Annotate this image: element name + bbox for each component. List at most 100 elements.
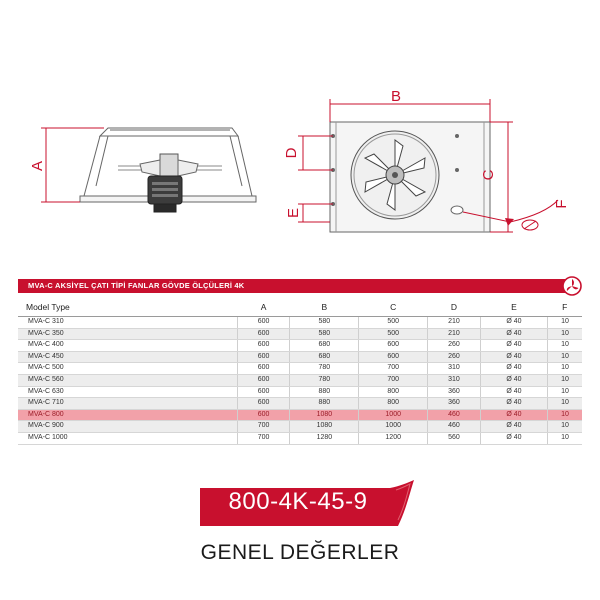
value-cell: 560 [427,432,481,445]
column-header: Model Type [18,298,238,317]
value-cell: Ø 40 [480,386,549,399]
value-cell: 600 [237,316,291,329]
value-cell: 800 [358,397,429,410]
value-cell: 700 [358,362,429,375]
technical-drawings: A [29,88,570,233]
value-cell: 680 [289,351,360,364]
value-cell: 780 [289,362,360,375]
value-cell: 10 [547,351,582,364]
column-header: E [480,298,548,317]
label-c: C [480,169,497,180]
dimension-lines [298,99,559,233]
value-cell: 1000 [358,420,429,433]
value-cell: 680 [289,339,360,352]
value-cell: 460 [427,409,481,422]
value-cell: 700 [358,374,429,387]
column-header: C [358,298,428,317]
value-cell: 10 [547,339,582,352]
value-cell: 600 [237,386,291,399]
value-cell: 600 [358,339,429,352]
model-code: 800-4K-45-9 [228,488,368,515]
value-cell: 10 [547,316,582,329]
value-cell: 260 [427,339,481,352]
value-cell: 10 [547,328,582,341]
value-cell: 500 [358,316,429,329]
value-cell: 310 [427,362,481,375]
value-cell: Ø 40 [480,316,549,329]
value-cell: 360 [427,397,481,410]
label-d: D [283,147,300,158]
value-cell: 260 [427,351,481,364]
value-cell: 880 [289,397,360,410]
value-cell: Ø 40 [480,362,549,375]
model-cell: MVA-C 310 [18,316,238,329]
value-cell: Ø 40 [480,339,549,352]
value-cell: 600 [237,409,291,422]
model-cell: MVA-C 710 [18,397,238,410]
subtitle: GENEL DEĞERLER [200,541,400,564]
dimension-a [41,127,104,203]
value-cell: 880 [289,386,360,399]
value-cell: Ø 40 [480,420,549,433]
value-cell: 210 [427,316,481,329]
value-cell: 1080 [289,409,360,422]
model-cell: MVA-C 630 [18,386,238,399]
label-e: E [285,208,302,218]
value-cell: 700 [237,420,291,433]
value-cell: 10 [547,409,582,422]
value-cell: 780 [289,374,360,387]
model-cell: MVA-C 400 [18,339,238,352]
table-title: MVA-C AKSİYEL ÇATI TİPİ FANLAR GÖVDE ÖLÇ… [18,279,572,293]
value-cell: Ø 40 [480,432,549,445]
value-cell: 10 [547,374,582,387]
column-header: D [427,298,481,317]
value-cell: 1200 [358,432,429,445]
value-cell: 460 [427,420,481,433]
side-view-drawing [79,127,257,213]
model-cell: MVA-C 900 [18,420,238,433]
value-cell: 210 [427,328,481,341]
value-cell: 360 [427,386,481,399]
value-cell: 10 [547,386,582,399]
fan-logo-icon [562,276,582,296]
value-cell: Ø 40 [480,351,549,364]
model-cell: MVA-C 500 [18,362,238,375]
value-cell: 1280 [289,432,360,445]
column-header: F [547,298,582,317]
model-cell: MVA-C 1000 [18,432,238,445]
value-cell: 10 [547,397,582,410]
value-cell: 600 [237,374,291,387]
leader-arrowhead [505,218,514,226]
value-cell: 600 [237,339,291,352]
value-cell: Ø 40 [480,409,549,422]
value-cell: 600 [237,362,291,375]
value-cell: Ø 40 [480,374,549,387]
value-cell: 600 [237,397,291,410]
value-cell: 600 [358,351,429,364]
label-b: B [391,88,401,105]
value-cell: 600 [237,351,291,364]
value-cell: 10 [547,362,582,375]
value-cell: 1080 [289,420,360,433]
column-header: A [237,298,290,317]
value-cell: 500 [358,328,429,341]
value-cell: 10 [547,420,582,433]
top-view-drawing [329,121,491,233]
value-cell: Ø 40 [480,397,549,410]
label-f: F [553,199,570,208]
value-cell: 600 [237,328,291,341]
model-badge [200,480,414,526]
model-cell: MVA-C 800 [18,409,238,422]
